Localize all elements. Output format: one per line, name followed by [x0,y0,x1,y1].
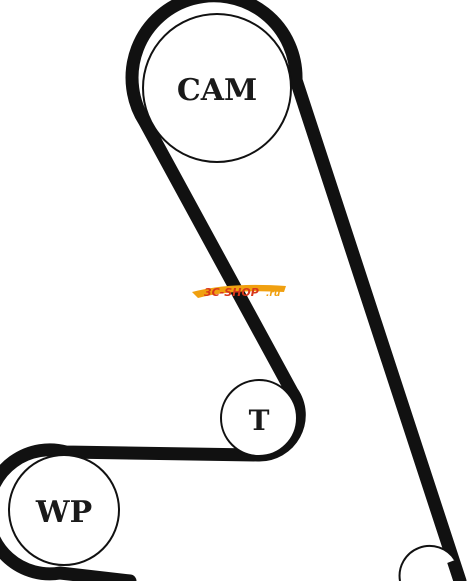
water-pump-pulley-label: WP [35,495,92,530]
cam-pulley-label: CAM [177,73,257,108]
watermark-swoosh [192,284,286,298]
crank-pulley-partial [398,544,456,581]
crank-pulley-arc [398,544,456,581]
cam-pulley-circle [142,13,292,163]
tensioner-pulley-label: T [249,404,270,437]
watermark-text-suffix: .ru [266,289,281,299]
water-pump-pulley-circle [8,454,120,566]
tensioner-pulley: T [220,379,298,457]
watermark-text-primary: 3C-SHOP [204,286,259,299]
water-pump-pulley: WP [8,454,120,566]
cam-pulley: CAM [142,13,292,163]
watermark-logo: 3C-SHOP .ru [192,284,286,299]
tensioner-pulley-circle [220,379,298,457]
